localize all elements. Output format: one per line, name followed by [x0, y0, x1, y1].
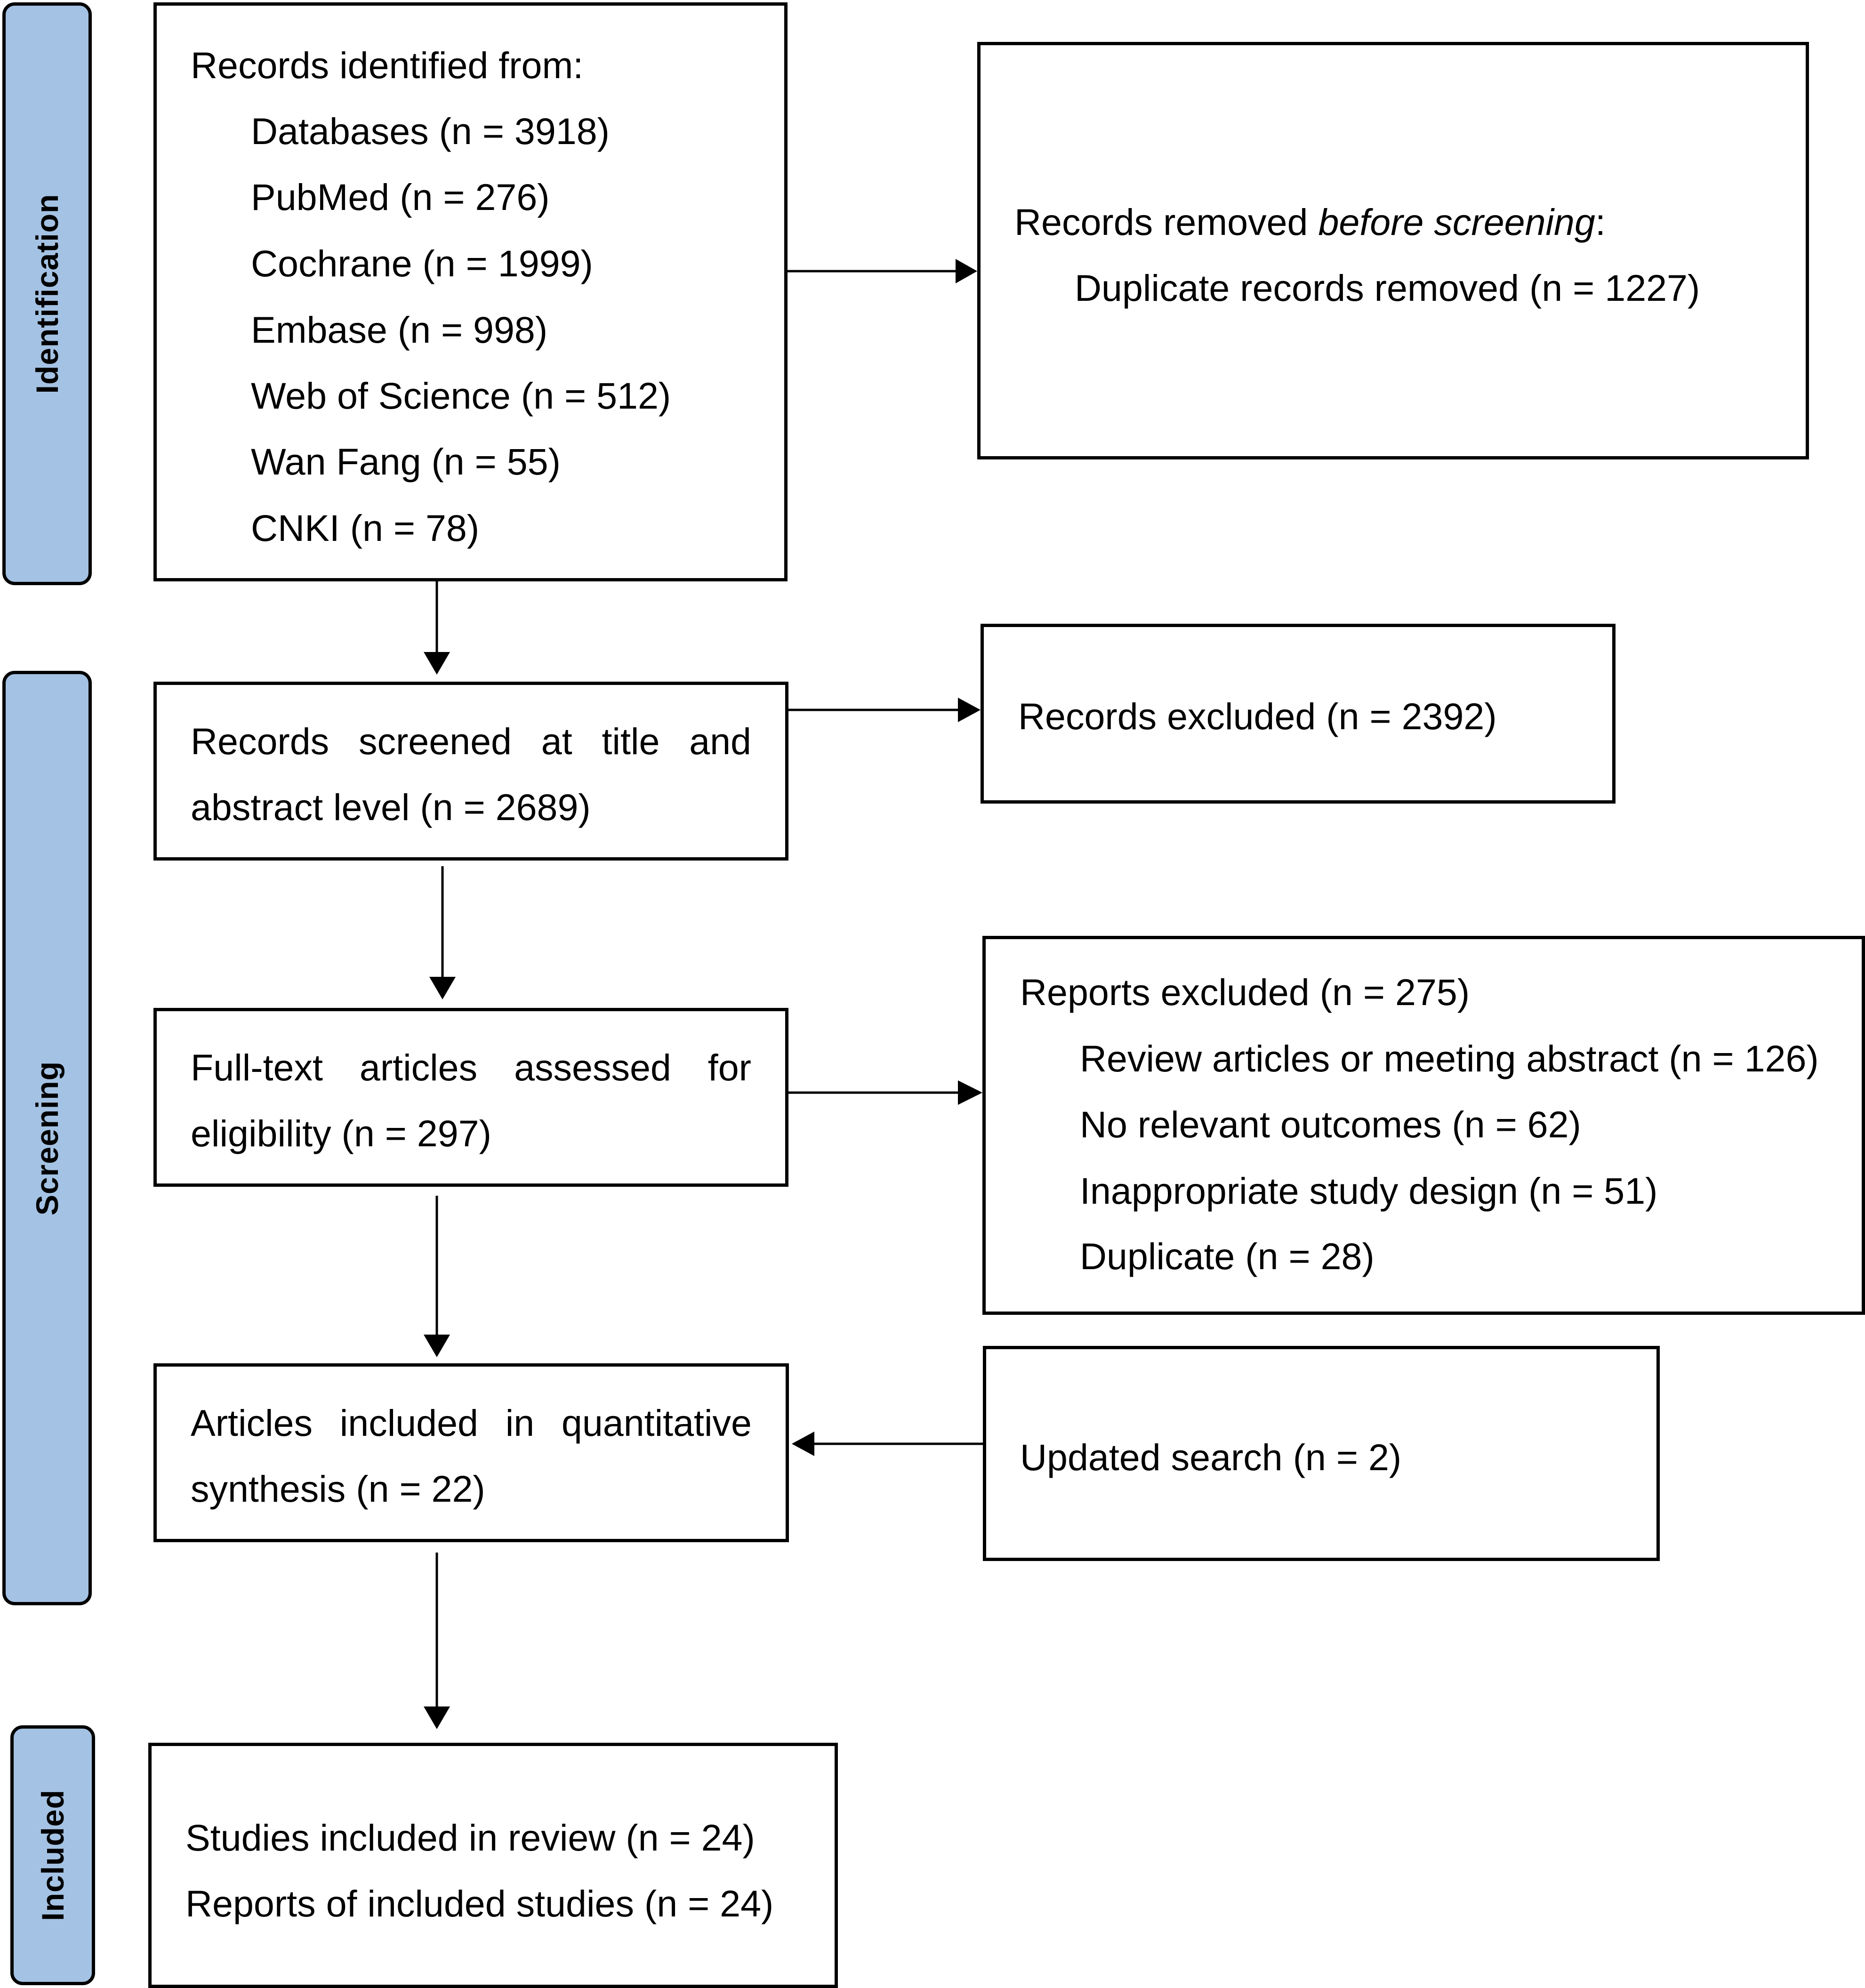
fulltext-line1: Full-text articles assessed for — [191, 1046, 751, 1088]
arrowhead-1 — [424, 652, 450, 675]
source-web-of-science: Web of Science (n = 512) — [251, 375, 671, 417]
records-removed-heading: Records removed before screening: — [1014, 201, 1606, 243]
source-embase: Embase (n = 998) — [251, 309, 548, 351]
records-screened-box: Records screened at title and abstract l… — [153, 682, 788, 861]
source-cnki: CNKI (n = 78) — [251, 507, 480, 549]
reports-included: Reports of included studies (n = 24) — [185, 1883, 774, 1924]
records-screened-line2: abstract level (n = 2689) — [191, 786, 591, 828]
records-excluded-text: Records excluded (n = 2392) — [1018, 695, 1497, 737]
arrowhead-2 — [956, 259, 977, 283]
records-removed-box: Records removed before screening: Duplic… — [977, 42, 1809, 459]
identification-heading: Records identified from: — [191, 44, 584, 86]
included-box: Studies included in review (n = 24) Repo… — [148, 1743, 838, 1988]
studies-included: Studies included in review (n = 24) — [185, 1817, 755, 1859]
updated-search-text: Updated search (n = 2) — [1020, 1436, 1402, 1478]
arrowhead-7 — [792, 1432, 814, 1456]
source-wan-fang: Wan Fang (n = 55) — [251, 441, 561, 483]
duplicate-records-removed: Duplicate records removed (n = 1227) — [1075, 267, 1700, 309]
source-pubmed: PubMed (n = 276) — [251, 176, 550, 218]
phase-identification: Identification — [2, 2, 92, 585]
reason-review-articles: Review articles or meeting abstract (n =… — [1080, 1038, 1819, 1079]
arrowhead-4 — [429, 977, 456, 999]
quantitative-line1: Articles included in quantitative — [191, 1402, 752, 1444]
reports-excluded-box: Reports excluded (n = 275) Review articl… — [982, 936, 1865, 1315]
reason-duplicate: Duplicate (n = 28) — [1080, 1235, 1375, 1277]
fulltext-line2: eligibility (n = 297) — [191, 1112, 491, 1154]
source-cochrane: Cochrane (n = 1999) — [251, 242, 593, 284]
reports-excluded-heading: Reports excluded (n = 275) — [1020, 971, 1470, 1013]
arrowheads — [424, 259, 982, 1729]
arrowhead-6 — [424, 1335, 450, 1357]
quantitative-synthesis-box: Articles included in quantitative synthe… — [153, 1363, 789, 1542]
phase-included: Included — [10, 1725, 95, 1985]
records-excluded-box: Records excluded (n = 2392) — [981, 624, 1616, 804]
reason-no-relevant-outcomes: No relevant outcomes (n = 62) — [1080, 1103, 1581, 1145]
phase-screening: Screening — [2, 671, 92, 1605]
reason-inappropriate-design: Inappropriate study design (n = 51) — [1080, 1170, 1658, 1212]
source-databases: Databases (n = 3918) — [251, 110, 610, 152]
arrowhead-5 — [958, 1080, 982, 1105]
records-screened-line1: Records screened at title and — [191, 720, 751, 762]
identification-box: Records identified from: Databases (n = … — [153, 2, 788, 581]
quantitative-line2: synthesis (n = 22) — [191, 1468, 485, 1510]
fulltext-assessed-box: Full-text articles assessed for eligibil… — [153, 1008, 788, 1187]
arrowhead-8 — [424, 1706, 450, 1729]
arrowhead-3 — [958, 698, 981, 722]
updated-search-box: Updated search (n = 2) — [983, 1346, 1660, 1561]
